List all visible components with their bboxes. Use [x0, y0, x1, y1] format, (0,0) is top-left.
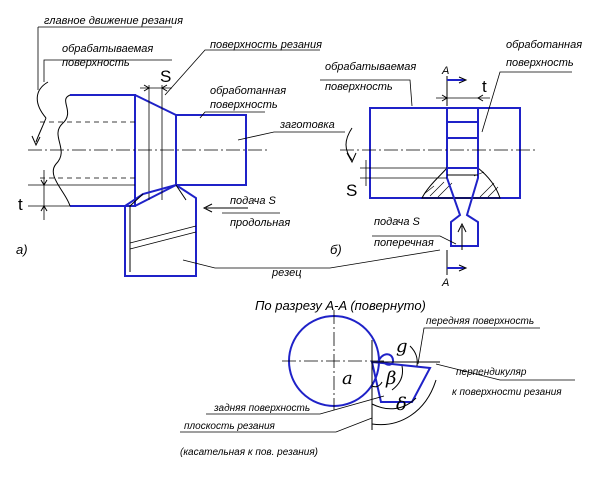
depth-arrows-a: [40, 179, 48, 212]
label-machined-b: обрабатываемая: [325, 61, 416, 73]
label-finished-a2: поверхность: [210, 99, 278, 111]
label-t-a: t: [18, 195, 23, 214]
leader-flank: [206, 395, 385, 415]
label-flank-face: задняя поверхность: [213, 403, 310, 414]
label-feed-b: подача S: [374, 216, 421, 228]
section-arrowhead-a-top: [458, 76, 468, 84]
label-section-title: По разрезу A-A (повернуто): [255, 298, 426, 313]
leader-cutting-surface-a: [164, 49, 320, 96]
workpiece-b-groove: [446, 108, 479, 168]
rotation-arrow-a: [35, 81, 49, 143]
label-feed-a: подача S: [230, 195, 277, 207]
label-delta: δ: [396, 394, 407, 415]
leader-feed-b: [372, 235, 457, 245]
label-s-b: S: [346, 181, 357, 200]
outer-arc: [371, 379, 437, 426]
label-finished-b: обработанная: [506, 39, 582, 51]
delta-arc: [371, 397, 417, 410]
workpiece-a-finished-part: [175, 114, 247, 186]
label-rake-face: передняя поверхность: [426, 316, 534, 327]
label-t-b: t: [482, 77, 487, 96]
workpiece-a-cutting-surface: [134, 94, 177, 207]
leader-plane: [180, 417, 373, 433]
feed-arrows-a: [143, 84, 168, 92]
label-cutting-plane: плоскость резания: [184, 421, 276, 432]
cutter-a-edge: [129, 184, 187, 272]
label-section-a-top: A: [441, 65, 449, 77]
gamma-arc: [409, 345, 418, 367]
label-feed-a2: продольная: [230, 217, 290, 229]
alpha-arc: [371, 381, 383, 388]
label-cutting-surface: поверхность резания: [210, 39, 322, 51]
label-tangent-note: (касательная к пов. резания): [180, 447, 318, 458]
label-alpha: a: [342, 368, 353, 389]
scheme-b-transverse-turning: [320, 71, 572, 275]
leader-feed-a: [222, 212, 280, 214]
beta-arc: [391, 365, 403, 391]
label-machined-a: обрабатываемая: [62, 43, 153, 55]
rotation-arrowhead-a: [31, 135, 41, 147]
label-beta: β: [385, 368, 396, 389]
label-cutter: резец: [271, 267, 302, 279]
leader-workpiece-a: [237, 131, 345, 141]
label-machined-b2: поверхность: [325, 81, 393, 93]
label-fig-b: б): [330, 242, 342, 257]
depth-arrows-b: [441, 94, 484, 102]
workpiece-b-body: [369, 107, 521, 199]
feed-arrowhead-b: [457, 222, 467, 233]
workpiece-b-cutaway: [421, 167, 501, 199]
label-machined-a2: поверхность: [62, 57, 130, 69]
rotation-arrow-b: [345, 127, 353, 161]
leader-cutter: [182, 249, 441, 269]
leader-finished-a: [199, 111, 265, 119]
leader-perp: [435, 363, 575, 381]
label-main-motion: главное движение резания: [44, 15, 183, 27]
label-s-a: S: [160, 67, 171, 86]
rotation-arrowhead-b: [346, 152, 357, 164]
leader-main-motion: [37, 26, 172, 90]
label-section-a-bottom: A: [441, 277, 449, 289]
label-finished-b2: поверхность: [506, 57, 574, 69]
workpiece-a-break-line: [52, 94, 71, 207]
label-to-cutting-surface: к поверхности резания: [452, 387, 562, 398]
workpiece-a-rough-part: [70, 94, 136, 207]
label-finished-a: обработанная: [210, 85, 286, 97]
label-workpiece: заготовка: [279, 119, 335, 131]
label-fig-a: а): [16, 242, 28, 257]
section-aa: [180, 310, 575, 433]
leader-finished-b: [481, 71, 572, 133]
label-gamma: g: [396, 336, 408, 357]
leader-machined-b: [320, 79, 413, 107]
leader-machined-a: [43, 59, 172, 82]
label-perpendicular: перпендикуляр: [456, 367, 527, 378]
label-feed-b2: поперечная: [374, 237, 434, 249]
leader-rake: [417, 327, 540, 365]
feed-arrowhead-a: [202, 203, 213, 213]
scheme-a-longitudinal-turning: [28, 26, 441, 277]
section-arrowhead-a-bottom: [458, 264, 468, 272]
cutter-a-section-lines: [129, 225, 197, 250]
text-labels: главное движение резания обрабатываемая …: [16, 15, 582, 458]
